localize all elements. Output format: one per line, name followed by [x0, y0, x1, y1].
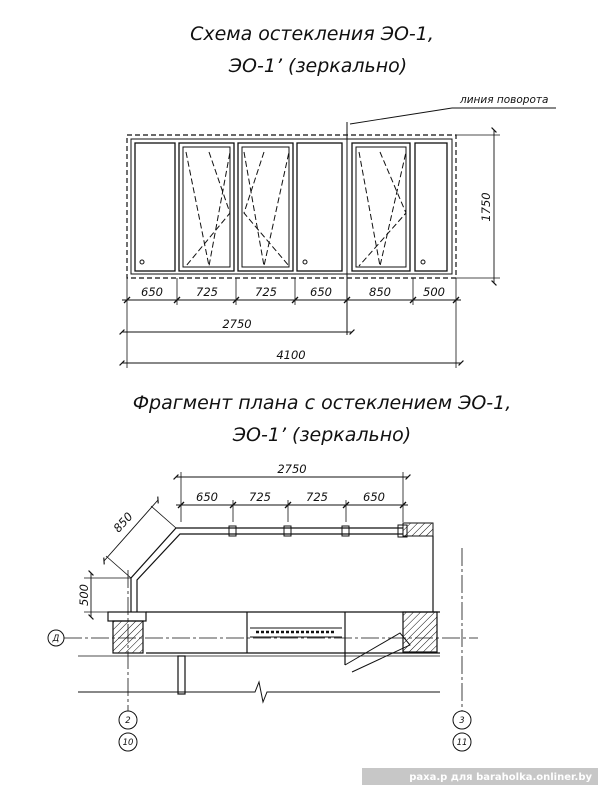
panel-5-opening [351, 142, 411, 272]
panel-dim-2: 725 [196, 285, 218, 299]
panel-dim-chain [122, 278, 461, 368]
wall-end-hatched [402, 522, 434, 537]
corner-wall-hatched [402, 611, 438, 653]
frame-outer [126, 134, 457, 279]
plan-panel-dim-chain [176, 500, 408, 522]
plan-panel-dim-3: 725 [306, 490, 328, 504]
schema-elevation: линия поворота 1750 650 725 725 650 850 [119, 94, 556, 368]
frame-inner [130, 138, 453, 275]
axis-2-label: 2 [125, 716, 130, 726]
plan-fragment: 2750 650 725 725 650 [47, 462, 478, 752]
panel-6-handle [420, 259, 426, 265]
axis-3-bubble [452, 710, 472, 730]
panel-1-fixed [134, 142, 176, 272]
panel-dim-4: 650 [310, 285, 332, 299]
plan-dim-500-value: 500 [77, 584, 91, 606]
schema-title-line2: ЭО-1’ (зеркально) [228, 55, 407, 77]
panel-6-fixed [414, 142, 448, 272]
plan-title-line1: Фрагмент плана с остеклением ЭО-1, [133, 392, 512, 414]
plan-dim-850-value: 850 [110, 509, 135, 535]
panel-1-handle [139, 259, 145, 265]
lower-column [177, 655, 186, 695]
axis-10-bubble [118, 732, 138, 752]
panel-4-handle [302, 259, 308, 265]
panel-dim-3: 725 [255, 285, 277, 299]
glazing-run [130, 524, 408, 612]
axis-d-bubble [47, 629, 65, 647]
panel-dim-1: 650 [141, 285, 163, 299]
axis-d-label: Д [52, 634, 60, 644]
panel-2-opening [178, 142, 235, 272]
axis-11-bubble [452, 732, 472, 752]
rotation-label: линия поворота [459, 94, 548, 106]
panel-dim-5: 850 [369, 285, 391, 299]
height-dim-value: 1750 [479, 192, 493, 221]
dim-4100-value: 4100 [276, 348, 305, 362]
watermark: раха.р для baraholka.onliner.by [409, 772, 592, 783]
axis-2-bubble [118, 710, 138, 730]
schema-title-line1: Схема остекления ЭО-1, [190, 23, 434, 45]
panel-dim-6: 500 [423, 285, 445, 299]
wall-opening [250, 627, 342, 638]
plan-dim-850-line [103, 496, 159, 565]
watermark-bg [362, 768, 598, 785]
plan-panel-dim-4: 650 [363, 490, 385, 504]
plan-panel-dim-2: 725 [249, 490, 271, 504]
dim-2750-value: 2750 [222, 317, 251, 331]
plan-title-line2: ЭО-1’ (зеркально) [232, 424, 411, 446]
axis-11-label: 11 [457, 738, 468, 748]
plan-panel-dim-1: 650 [196, 490, 218, 504]
break-line [78, 680, 440, 704]
axis-10-label: 10 [123, 738, 134, 748]
plan-dim-2750-value: 2750 [277, 462, 306, 476]
panel-3-opening [237, 142, 294, 272]
axis-3-label: 3 [459, 716, 464, 726]
panel-4-fixed [296, 142, 343, 272]
slab-edge [107, 611, 147, 622]
rotation-leader [349, 107, 453, 125]
